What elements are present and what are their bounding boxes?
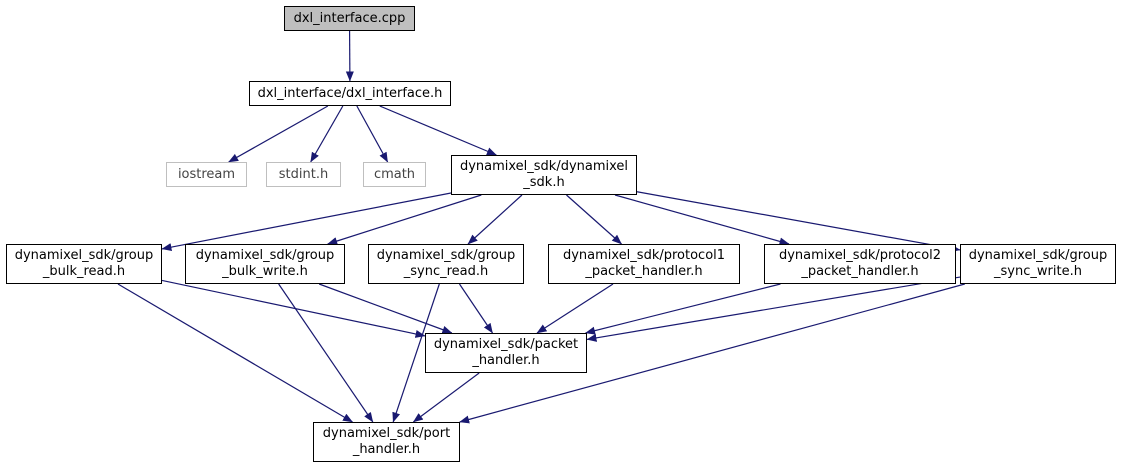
node-group-sync-write-h[interactable]: dynamixel_sdk/group _sync_write.h: [960, 244, 1116, 284]
edge-dynamixel_sdk_h-to-group_sync_read: [467, 194, 523, 245]
edge-group_bulk_write-to-packet_handler: [318, 283, 453, 334]
edge-dxl_interface_h-to-dynamixel_sdk_h: [379, 105, 497, 156]
edge-layer: [117, 30, 965, 424]
edge-group_bulk_read-to-port_handler: [117, 283, 353, 423]
node-dxl-interface-cpp: dxl_interface.cpp: [284, 6, 415, 31]
node-stdint-h: stdint.h: [266, 162, 341, 187]
node-packet-handler-h[interactable]: dynamixel_sdk/packet _handler.h: [425, 333, 587, 373]
edge-dynamixel_sdk_h-to-protocol2: [614, 194, 790, 246]
node-cmath: cmath: [363, 162, 426, 187]
node-protocol2-packet-handler-h[interactable]: dynamixel_sdk/protocol2 _packet_handler.…: [764, 244, 956, 284]
edge-dxl_interface_h-to-stdint_h: [310, 105, 344, 163]
node-group-sync-read-h[interactable]: dynamixel_sdk/group _sync_read.h: [368, 244, 524, 284]
node-dxl-interface-h[interactable]: dxl_interface/dxl_interface.h: [249, 81, 451, 106]
node-protocol1-packet-handler-h[interactable]: dynamixel_sdk/protocol1 _packet_handler.…: [548, 244, 740, 284]
edge-group_sync_write-to-port_handler: [459, 283, 965, 424]
node-dynamixel-sdk-h[interactable]: dynamixel_sdk/dynamixel _sdk.h: [451, 155, 637, 195]
edge-dxl_interface_h-to-iostream: [228, 105, 329, 163]
edge-dxl_interface_h-to-cmath: [356, 105, 389, 163]
edge-group_sync_read-to-port_handler: [392, 283, 440, 423]
edge-dynamixel_sdk_h-to-group_bulk_write: [327, 194, 482, 245]
node-iostream: iostream: [166, 162, 247, 187]
edge-group_sync_write-to-packet_handler: [586, 276, 961, 342]
node-group-bulk-write-h[interactable]: dynamixel_sdk/group _bulk_write.h: [185, 244, 345, 284]
edge-dynamixel_sdk_h-to-protocol1: [566, 194, 622, 245]
edge-group_sync_read-to-packet_handler: [458, 283, 494, 334]
edge-dynamixel_sdk_h-to-group_sync_write: [636, 191, 961, 253]
edge-group_bulk_write-to-port_handler: [278, 283, 374, 423]
edge-protocol1-to-packet_handler: [536, 283, 614, 334]
edge-protocol2-to-packet_handler: [585, 283, 781, 335]
edge-packet_handler-to-port_handler: [412, 372, 480, 423]
edge-dynamixel_sdk_h-to-group_bulk_read: [161, 192, 452, 252]
edge-group_bulk_read-to-packet_handler: [161, 279, 426, 338]
node-port-handler-h[interactable]: dynamixel_sdk/port _handler.h: [313, 422, 460, 462]
node-group-bulk-read-h[interactable]: dynamixel_sdk/group _bulk_read.h: [6, 244, 162, 284]
